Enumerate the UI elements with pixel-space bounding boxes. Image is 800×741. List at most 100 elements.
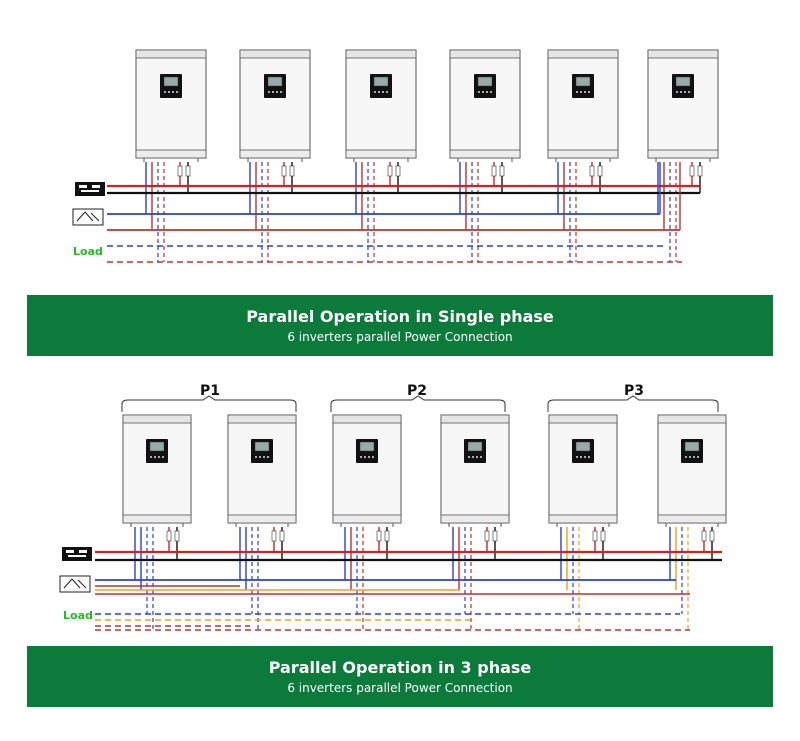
top-lcd-button-0-2 (172, 91, 174, 93)
bottom-inverter-3 (440, 414, 510, 524)
bottom-inverter-top-1 (227, 414, 297, 424)
bottom-inverter-base-2 (332, 514, 402, 524)
top-lcd-button-5-1 (680, 91, 682, 93)
bottom-lcd-button-3-0 (468, 456, 470, 458)
top-lcd-button-4-3 (588, 91, 590, 93)
bottom-lcd-button-2-1 (364, 456, 366, 458)
bottom-battery-icon-mark-3 (68, 555, 86, 557)
bottom-inverter-5 (657, 414, 727, 524)
top-inverter-2 (345, 49, 417, 159)
bottom-fuse-neg-5 (709, 530, 715, 542)
bottom-lcd-button-1-1 (259, 456, 261, 458)
bottom-inverter-base-3 (440, 514, 510, 524)
bottom-grid-icon-tower-1 (63, 578, 73, 589)
bottom-group-bracket-1 (121, 395, 297, 412)
bottom-lcd-button-5-2 (693, 456, 695, 458)
top-grid-icon (72, 208, 104, 226)
top-lcd-button-3-2 (486, 91, 488, 93)
top-lcd-button-3-3 (490, 91, 492, 93)
bottom-lcd-screen-5 (684, 441, 700, 452)
top-lcd-button-4-2 (584, 91, 586, 93)
bottom-lcd-button-4-0 (576, 456, 578, 458)
bottom-fuse-neg-3 (492, 530, 498, 542)
bottom-lcd-button-3-1 (472, 456, 474, 458)
top-lcd-button-4-1 (580, 91, 582, 93)
bottom-fuse-pos-2 (376, 530, 382, 542)
top-lcd-button-1-2 (276, 91, 278, 93)
top-inverter-top-2 (345, 49, 417, 59)
bottom-lcd-button-3-2 (476, 456, 478, 458)
top-inverter-top-5 (647, 49, 719, 59)
bottom-fuse-neg-0 (174, 530, 180, 542)
bottom-lcd-screen-1 (254, 441, 270, 452)
top-lcd-button-2-1 (378, 91, 380, 93)
bottom-lcd-screen-4 (575, 441, 591, 452)
top-inverter-base-0 (135, 149, 207, 159)
top-battery-icon-mark-2 (92, 185, 100, 188)
top-inverter-top-1 (239, 49, 311, 59)
top-lcd-screen-3 (477, 76, 493, 87)
top-grid-icon-tower-2 (84, 211, 94, 222)
group-label-p1: P1 (199, 383, 220, 399)
top-lcd-screen-2 (373, 76, 389, 87)
top-inverter-0 (135, 49, 207, 159)
top-battery-icon (75, 182, 105, 196)
top-fuse-neg-3 (499, 165, 505, 177)
top-inverter-4 (547, 49, 619, 159)
top-lcd-button-2-3 (386, 91, 388, 93)
bottom-group-bracket-2 (330, 395, 506, 412)
top-inverter-1 (239, 49, 311, 159)
bottom-inverter-top-4 (548, 414, 618, 424)
top-lcd-screen-4 (575, 76, 591, 87)
bottom-lcd-button-4-3 (588, 456, 590, 458)
bottom-inverter-base-4 (548, 514, 618, 524)
top-fuse-pos-2 (387, 165, 393, 177)
top-lcd-button-5-2 (684, 91, 686, 93)
bottom-lcd-button-2-0 (360, 456, 362, 458)
top-fuse-pos-1 (281, 165, 287, 177)
top-grid-icon-tower-1 (76, 211, 86, 222)
bottom-fuse-neg-2 (384, 530, 390, 542)
bottom-lcd-button-5-1 (689, 456, 691, 458)
top-lcd-button-5-0 (676, 91, 678, 93)
top-fuse-pos-3 (491, 165, 497, 177)
bottom-group-bracket-3 (547, 395, 719, 412)
bottom-lcd-button-1-3 (267, 456, 269, 458)
bottom-fuse-neg-1 (279, 530, 285, 542)
bottom-fuse-neg-4 (600, 530, 606, 542)
top-lcd-screen-0 (163, 76, 179, 87)
banner-single-phase: Parallel Operation in Single phase 6 inv… (27, 295, 773, 356)
bottom-grid-icon-tower-3 (77, 579, 87, 589)
top-grid-icon-tower-3 (90, 212, 100, 222)
bottom-inverter-top-0 (122, 414, 192, 424)
bottom-lcd-button-1-2 (263, 456, 265, 458)
bottom-fuse-pos-5 (701, 530, 707, 542)
bottom-lcd-button-4-2 (584, 456, 586, 458)
bottom-lcd-screen-2 (359, 441, 375, 452)
top-lcd-button-2-2 (382, 91, 384, 93)
bottom-lcd-screen-3 (467, 441, 483, 452)
top-inverter-top-0 (135, 49, 207, 59)
bottom-grid-icon (59, 575, 91, 593)
top-lcd-button-0-0 (164, 91, 166, 93)
bottom-inverter-2 (332, 414, 402, 524)
bottom-inverter-1 (227, 414, 297, 524)
bottom-lcd-screen-0 (149, 441, 165, 452)
top-inverter-3 (449, 49, 521, 159)
bottom-fuse-pos-1 (271, 530, 277, 542)
top-lcd-button-1-0 (268, 91, 270, 93)
load-label-bottom: Load (63, 609, 93, 622)
bottom-battery-icon-mark-2 (79, 550, 87, 553)
bottom-grid-icon-tower-2 (71, 578, 81, 589)
top-inverter-base-1 (239, 149, 311, 159)
banner-three-phase: Parallel Operation in 3 phase 6 inverter… (27, 646, 773, 707)
top-lcd-button-3-0 (478, 91, 480, 93)
bottom-lcd-button-1-0 (255, 456, 257, 458)
top-inverter-base-2 (345, 149, 417, 159)
bottom-inverter-top-2 (332, 414, 402, 424)
top-battery-icon-mark-3 (81, 190, 99, 192)
top-lcd-button-2-0 (374, 91, 376, 93)
top-inverter-5 (647, 49, 719, 159)
top-fuse-neg-0 (185, 165, 191, 177)
